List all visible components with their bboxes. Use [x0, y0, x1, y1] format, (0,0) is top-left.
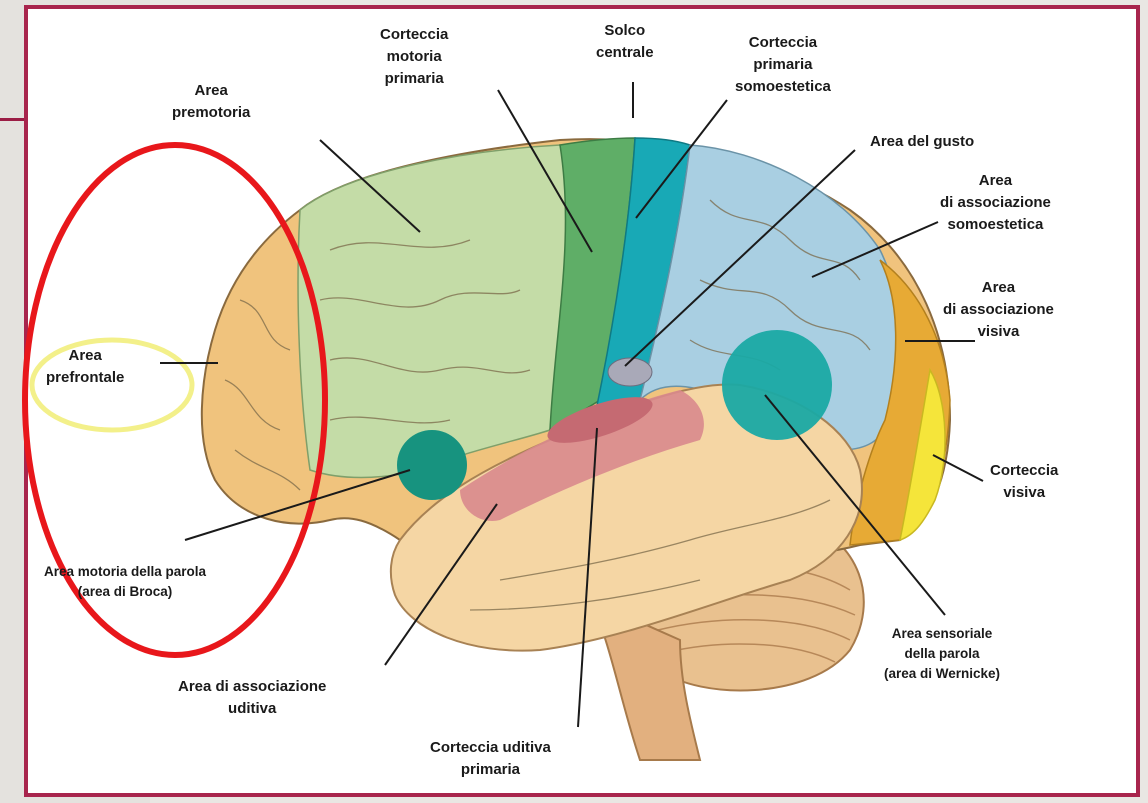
- label-premotor-area: Area premotoria: [172, 80, 250, 124]
- wernicke-area: [722, 330, 832, 440]
- label-primary-auditory-cortex: Corteccia uditiva primaria: [430, 737, 551, 781]
- label-wernicke-area: Area sensoriale della parola (area di We…: [884, 624, 1000, 684]
- label-prefrontal-area: Area prefrontale: [46, 345, 124, 389]
- broca-area: [397, 430, 467, 500]
- label-gustatory-area: Area del gusto: [870, 131, 974, 153]
- label-auditory-association: Area di associazione uditiva: [178, 676, 326, 720]
- label-primary-motor-cortex: Corteccia motoria primaria: [380, 24, 448, 90]
- label-primary-somatosensory-cortex: Corteccia primaria somoestetica: [735, 32, 831, 98]
- label-visual-association: Area di associazione visiva: [943, 277, 1054, 343]
- premotor-region: [298, 145, 590, 478]
- label-central-sulcus: Solco centrale: [596, 20, 654, 64]
- label-broca-area: Area motoria della parola (area di Broca…: [44, 562, 206, 602]
- label-visual-cortex: Corteccia visiva: [990, 460, 1058, 504]
- label-somatosensory-association: Area di associazione somoestetica: [940, 170, 1051, 236]
